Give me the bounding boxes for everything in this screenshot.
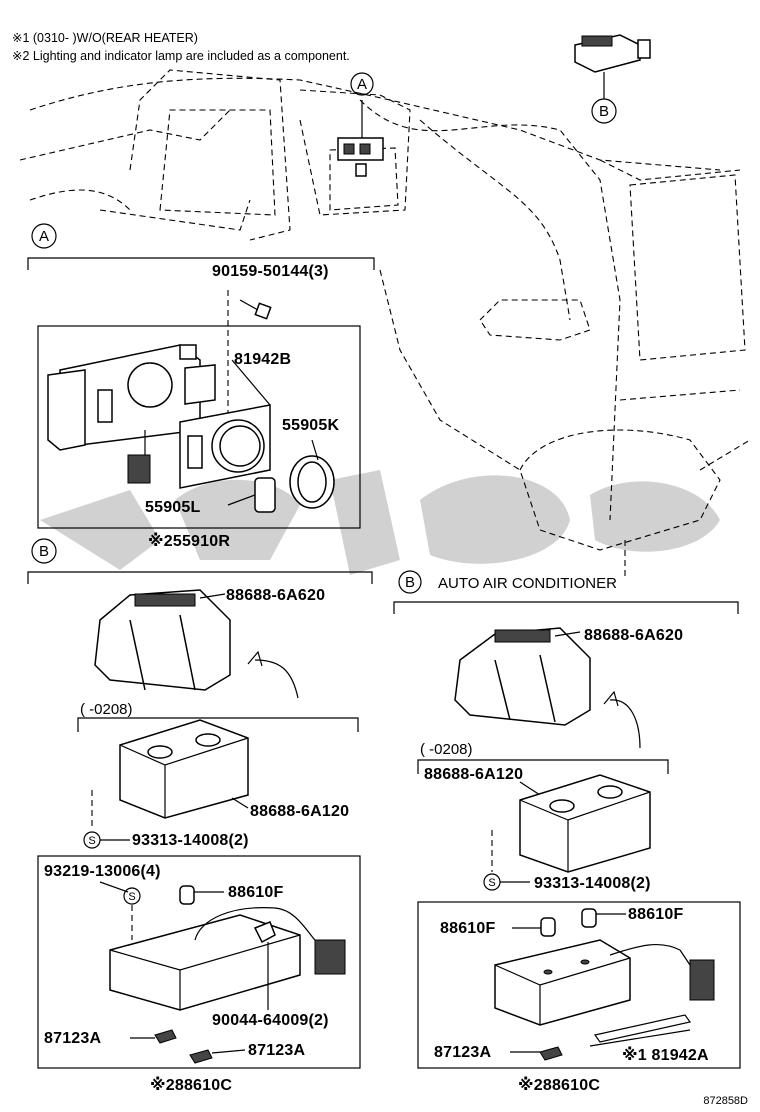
svg-text:B: B [599, 103, 609, 120]
part-88610f-left: 88610F [228, 884, 283, 901]
bracket-88688-6a120-right [491, 774, 651, 873]
section-b-left-callout: B [31, 538, 57, 564]
part-90044-64009: 90044-64009(2) [212, 1012, 329, 1029]
temp-controller-body [47, 344, 216, 484]
note-line-2: ※2 Lighting and indicator lamp are inclu… [12, 49, 350, 63]
part-93313-14008-left: 93313-14008(2) [132, 832, 249, 849]
screw-mark-left: S [83, 831, 130, 849]
part-87123a-right: 87123A [434, 1044, 491, 1061]
callout-b-top: B [591, 98, 617, 124]
clip-87123a-right [510, 1046, 563, 1061]
part-88610c-right: ※288610C [518, 1076, 600, 1094]
svg-text:S: S [88, 835, 95, 847]
watermark-logo [40, 470, 720, 575]
button-55905l [227, 477, 276, 513]
bulb-88610f-right-2 [581, 908, 626, 928]
part-88688-6a120-right: 88688-6A120 [424, 766, 523, 783]
section-b-right-callout: B [398, 570, 422, 594]
svg-text:B: B [405, 574, 415, 591]
lamp-housing-left [109, 907, 346, 1011]
section-a-callout: A [31, 223, 57, 249]
part-88610c-left: ※288610C [150, 1076, 232, 1094]
part-81942a: ※1 81942A [622, 1046, 709, 1064]
bracket-88688-6a620-left [94, 589, 299, 699]
part-93219-13006: 93219-13006(4) [44, 863, 161, 880]
svg-text:A: A [357, 76, 367, 93]
part-81942b: 81942B [234, 351, 291, 368]
part-87123a-left-2: 87123A [248, 1042, 305, 1059]
section-b-left-frame [37, 855, 361, 1069]
knob-55905k [289, 439, 335, 509]
part-88610f-right-2: 88610F [628, 906, 683, 923]
part-88688-6a120-left: 88688-6A120 [250, 803, 349, 820]
bulb-88610f-right-1 [512, 917, 556, 937]
screw2-mark-left: S [99, 881, 141, 940]
part-55905k: 55905K [282, 417, 339, 434]
bracket-88688-6a120-left [91, 719, 249, 830]
part-55905l: 55905L [145, 499, 200, 516]
range-label-right: ( -0208) [420, 741, 473, 758]
section-b-right-title: AUTO AIR CONDITIONER [438, 575, 617, 592]
section-b-right-frame [417, 901, 741, 1069]
svg-text:S: S [128, 891, 135, 903]
part-87123a-left-1: 87123A [44, 1030, 101, 1047]
part-88688-6a620-right: 88688-6A620 [584, 627, 683, 644]
pad-81942a [589, 1014, 692, 1047]
lamp-housing-right [494, 939, 715, 1026]
bolt-icon [227, 290, 272, 420]
part-88688-6a620-left: 88688-6A620 [226, 587, 325, 604]
range-label-left: ( -0208) [80, 701, 133, 718]
svg-text:S: S [488, 877, 495, 889]
section-a-frame [37, 325, 361, 529]
bracket-88688-6a620-right [454, 627, 641, 749]
note-line-1: ※1 (0310- )W/O(REAR HEATER) [12, 31, 198, 45]
callout-a-top: A [350, 72, 374, 96]
clip-87123a-left-2 [189, 1049, 246, 1064]
vehicle-interior-overview [19, 69, 751, 580]
ceiling-lamp-thumbnail [574, 34, 651, 99]
svg-text:B: B [39, 543, 49, 560]
control-panel-81942b [179, 359, 271, 489]
screw-mark-right: S [483, 873, 530, 891]
part-90159-50144: 90159-50144(3) [212, 263, 329, 280]
bulb-88610f-left [179, 885, 224, 905]
part-55910r: ※255910R [148, 532, 230, 550]
clip-87123a-left-1 [130, 1029, 177, 1044]
part-88610f-right-1: 88610F [440, 920, 495, 937]
svg-text:A: A [39, 228, 49, 245]
figure-id: 872858D [703, 1095, 748, 1107]
part-93313-14008-right: 93313-14008(2) [534, 875, 651, 892]
